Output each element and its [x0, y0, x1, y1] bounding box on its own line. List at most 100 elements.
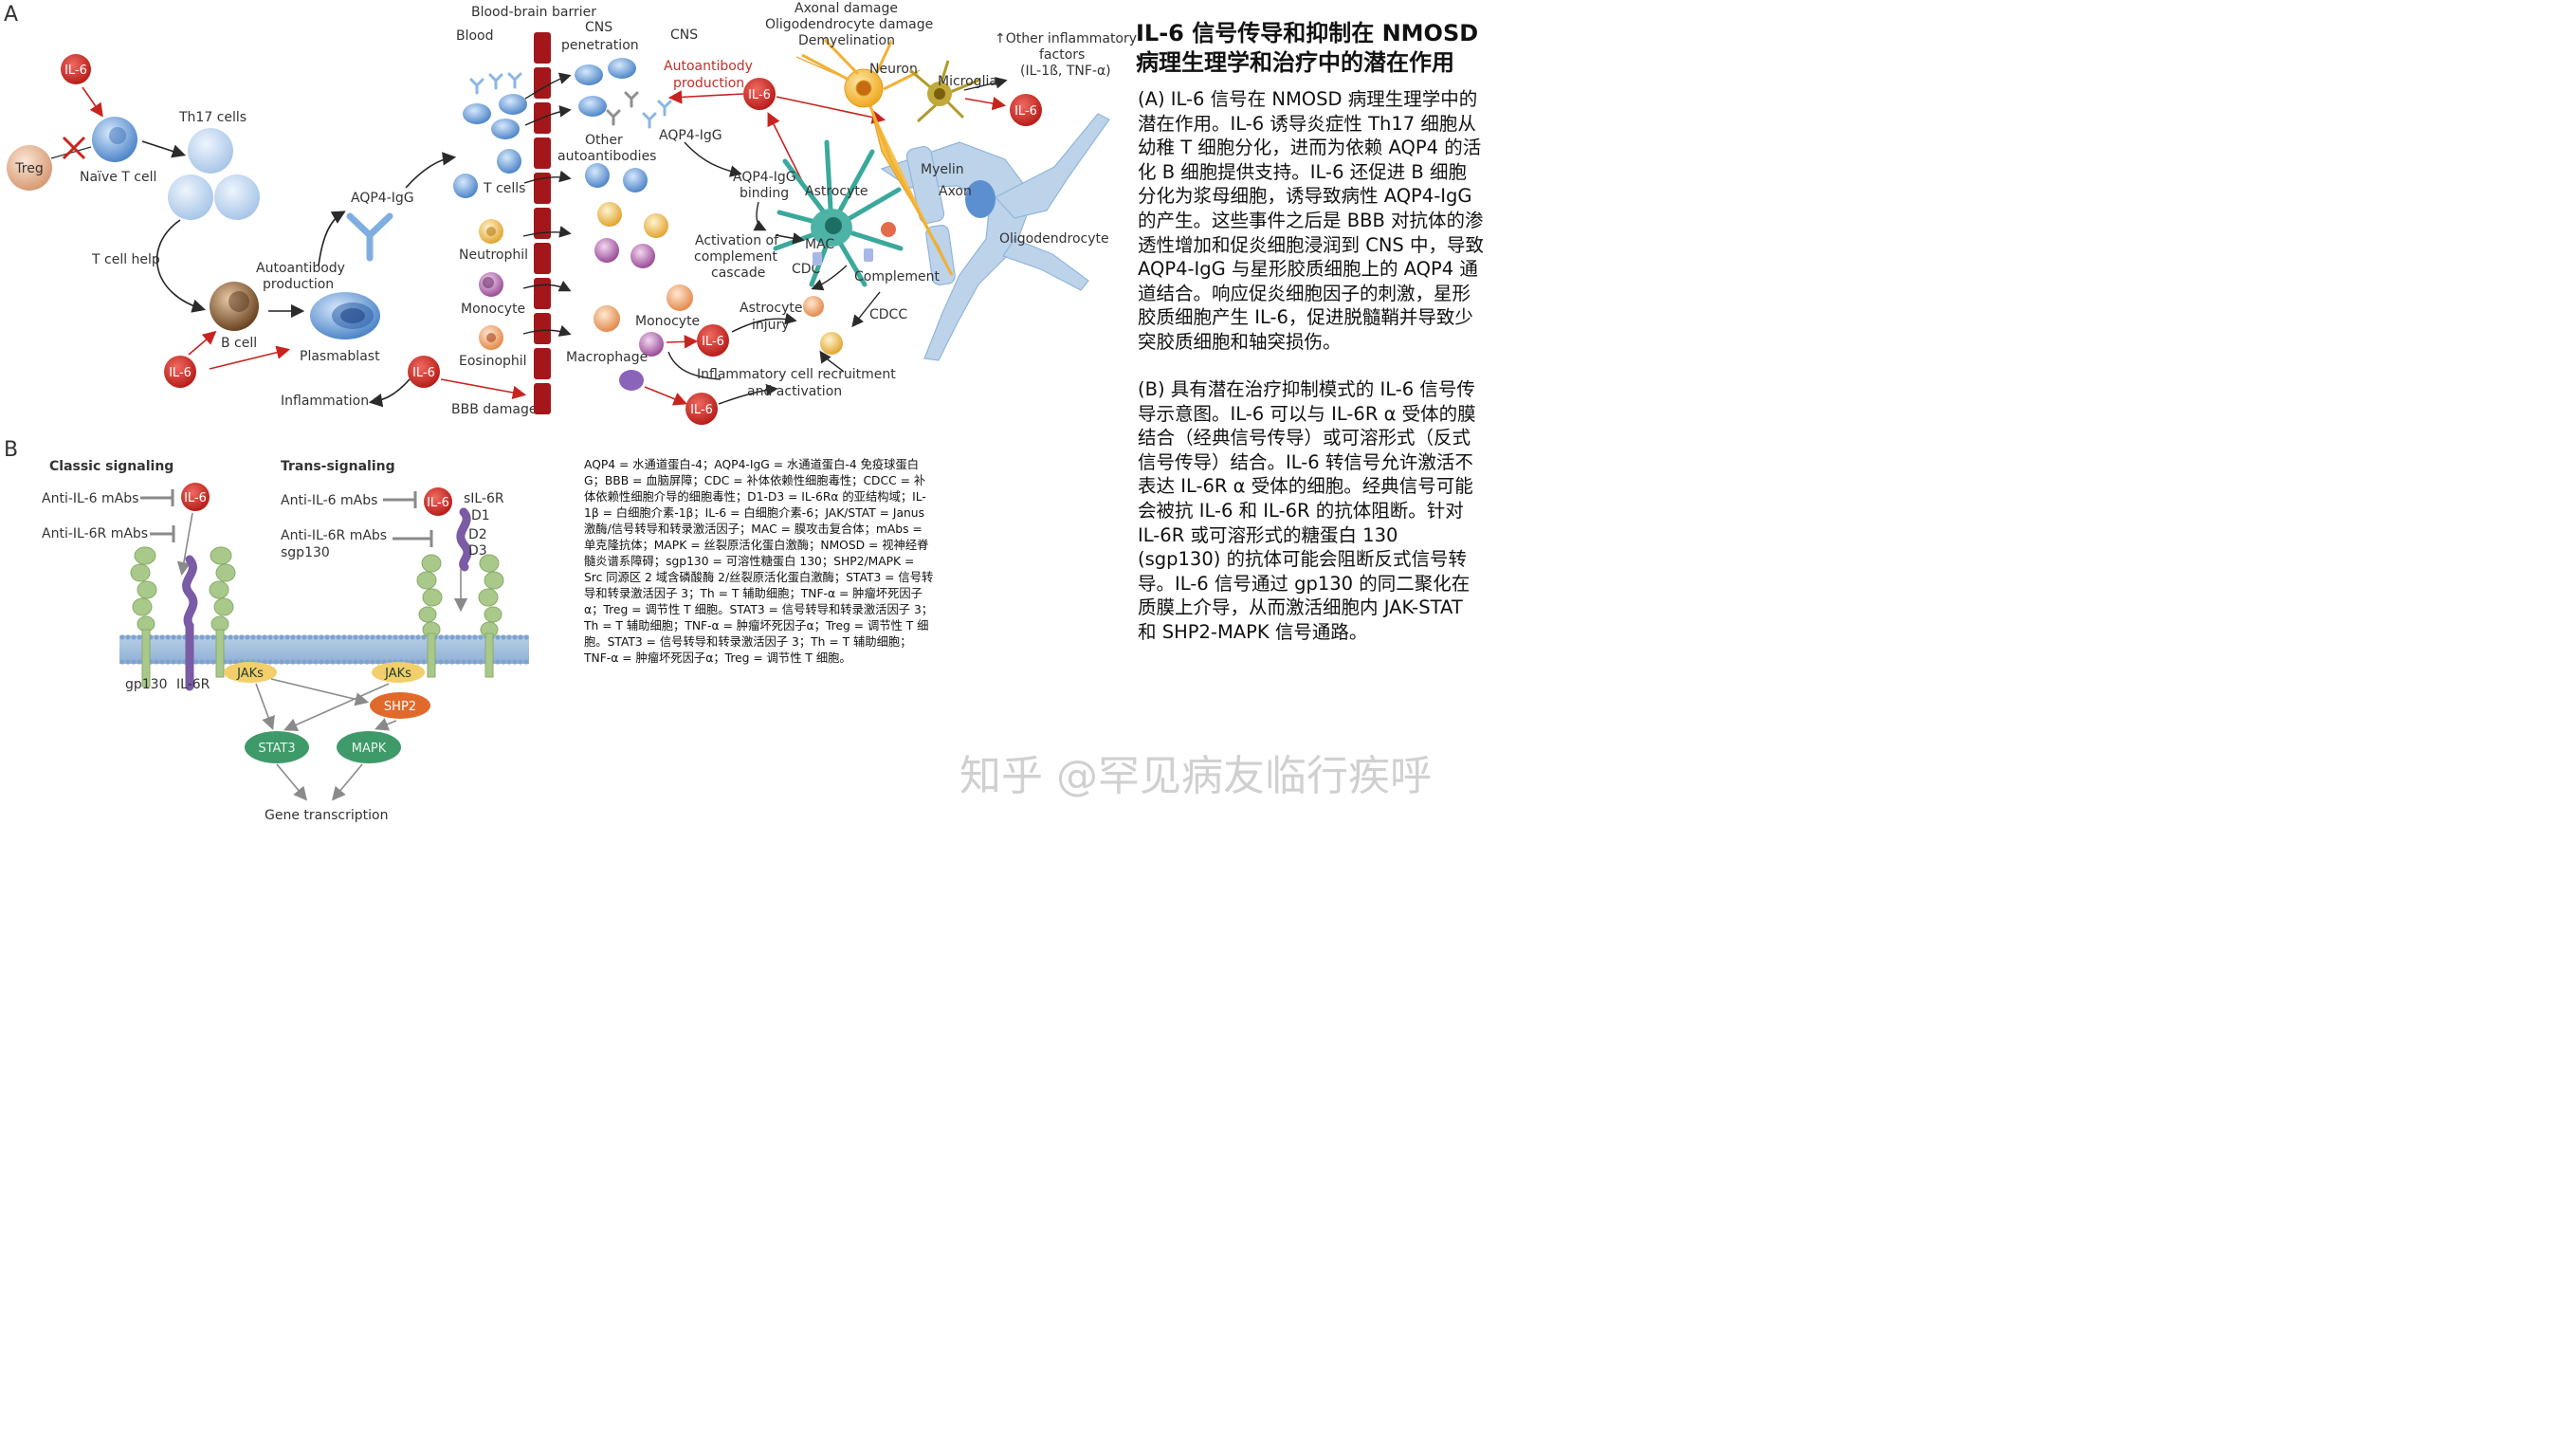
lipid-head — [273, 659, 279, 665]
aqp4-binding-label: AQP4-IgG — [733, 170, 796, 185]
abbreviations-text: AQP4 = 水通道蛋白-4；AQP4-IgG = 水通道蛋白-4 免疫球蛋白 … — [584, 458, 934, 665]
lipid-head — [159, 659, 165, 665]
lipid-head — [165, 634, 171, 640]
svg-text:Treg: Treg — [14, 161, 43, 176]
lipid-head — [393, 634, 398, 640]
svg-text:SHP2: SHP2 — [384, 700, 416, 714]
svg-text:JAKs: JAKs — [384, 667, 411, 681]
lipid-head — [319, 634, 324, 640]
lipid-head — [410, 659, 415, 665]
lipid-head — [313, 634, 319, 640]
lipid-head — [353, 634, 358, 640]
lipid-head — [256, 634, 262, 640]
damage-label-1: Axonal damage — [795, 1, 898, 16]
cns-antibodies — [606, 91, 672, 129]
oligodendrocyte-nucleus — [965, 180, 996, 218]
il6-bubble: IL-6 — [181, 483, 210, 511]
lipid-head — [375, 634, 381, 640]
microglia — [909, 60, 981, 123]
figure-title: IL-6 信号传导和抑制在 NMOSD 病理生理学和治疗中的潜在作用 — [1136, 20, 1479, 76]
il6-bubble: IL-6 — [424, 487, 452, 516]
lipid-head — [347, 634, 353, 640]
lipid-head — [301, 634, 307, 640]
bbb-segment — [534, 348, 551, 379]
lipid-head — [501, 659, 506, 665]
lipid-head — [381, 634, 387, 640]
lipid-head — [449, 634, 455, 640]
bbb-segment — [534, 32, 551, 64]
neutrophil-cell — [479, 219, 503, 244]
anti-il6-mabs-label-trans: Anti-IL-6 mAbs — [281, 493, 377, 508]
recruitment-label: Inflammatory cell recruitment — [697, 367, 896, 382]
blood-antibodies — [469, 72, 522, 95]
lipid-head — [171, 634, 176, 640]
other-inflammatory-label-2: factors — [1039, 47, 1085, 63]
cns-t-cells — [585, 163, 648, 192]
svg-text:IL-6: IL-6 — [412, 366, 435, 380]
lipid-head — [176, 634, 182, 640]
jaks-node: JAKs — [224, 662, 277, 683]
lipid-head — [205, 659, 210, 665]
il6r-label: IL-6R — [176, 677, 210, 692]
lipid-head — [284, 659, 290, 665]
bbb-label: Blood-brain barrier — [471, 5, 596, 20]
astrocyte-label: Astrocyte — [805, 184, 868, 199]
cns-neutrophils — [597, 202, 668, 238]
lipid-head — [267, 659, 273, 665]
complement-label: Complement — [854, 269, 940, 284]
svg-text:IL-6: IL-6 — [748, 88, 771, 102]
lipid-head — [296, 659, 301, 665]
oligodendrocyte-label: Oligodendrocyte — [999, 231, 1109, 247]
activation-label-3: cascade — [711, 266, 765, 281]
svg-text:IL-6: IL-6 — [1014, 104, 1037, 119]
lipid-head — [279, 634, 284, 640]
il6-bubble: IL-6 — [743, 78, 776, 110]
lipid-head — [404, 634, 410, 640]
treg-cell: Treg — [7, 145, 52, 191]
svg-text:IL-6: IL-6 — [64, 64, 87, 78]
lipid-head — [267, 634, 273, 640]
lipid-head — [341, 634, 347, 640]
lipid-head — [262, 659, 267, 665]
activation-label: Activation of — [695, 233, 779, 248]
lipid-head — [398, 634, 404, 640]
trans-signaling-title: Trans-signaling — [281, 459, 395, 474]
lipid-head — [199, 634, 205, 640]
lipid-head — [159, 634, 165, 640]
lipid-head — [279, 659, 284, 665]
anti-il6r-mabs-label-trans: Anti-IL-6R mAbs — [281, 528, 387, 543]
lipid-head — [210, 659, 216, 665]
anti-il6-mabs-label: Anti-IL-6 mAbs — [42, 491, 138, 506]
lipid-head — [387, 634, 393, 640]
recruitment-label-2: and activation — [747, 384, 842, 399]
lipid-head — [199, 659, 205, 665]
gp130-receptor — [130, 546, 236, 688]
lipid-head — [301, 659, 307, 665]
cdcc-label: CDCC — [869, 307, 907, 322]
sil6r-soluble-receptor — [456, 507, 472, 572]
lipid-head — [250, 634, 256, 640]
lipid-head — [119, 634, 125, 640]
lipid-head — [523, 634, 529, 640]
cns-label: CNS — [670, 28, 698, 43]
lipid-head — [336, 634, 341, 640]
bbb-segment — [534, 383, 551, 414]
cdc-label: CDC — [792, 262, 821, 277]
lipid-head — [449, 659, 455, 665]
bbb-segment — [534, 278, 551, 309]
monocyte-cell — [479, 272, 503, 297]
il6-bubble: IL-6 — [1010, 94, 1042, 126]
gp130-label: gp130 — [125, 677, 168, 692]
neuron-label: Neuron — [869, 62, 918, 77]
aqp4-binding-label-2: binding — [740, 186, 789, 201]
lipid-head — [358, 634, 364, 640]
lipid-head — [415, 659, 421, 665]
plasma-membrane — [119, 634, 529, 665]
lipid-head — [125, 634, 131, 640]
inhibit-bar-icon — [393, 530, 433, 547]
lipid-head — [205, 634, 210, 640]
lipid-head — [324, 659, 330, 665]
lipid-head — [125, 659, 131, 665]
lipid-head — [119, 659, 125, 665]
lipid-head — [245, 634, 250, 640]
